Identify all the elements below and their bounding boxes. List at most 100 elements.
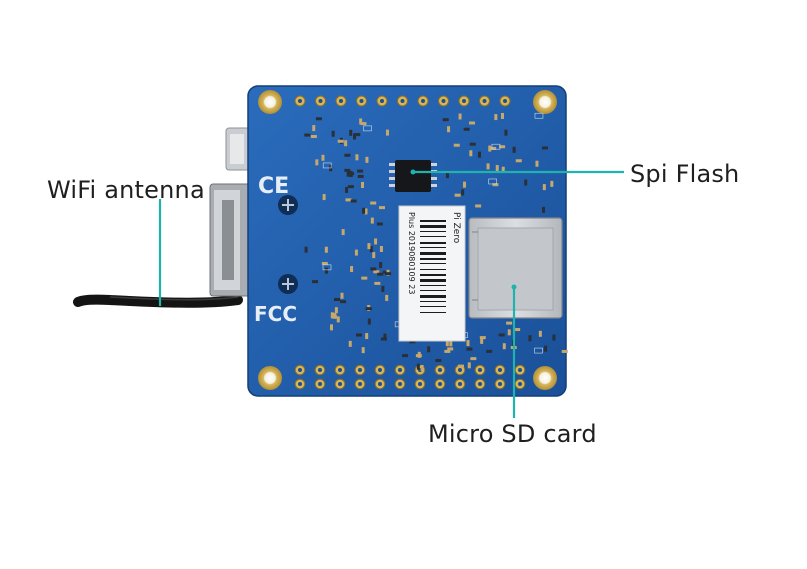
gpio-pad-hole: [458, 382, 462, 386]
smd-component: [385, 272, 392, 276]
smd-component: [310, 134, 317, 138]
gpio-pad-hole: [503, 99, 507, 103]
smd-component: [504, 129, 508, 136]
smd-component: [357, 174, 364, 178]
smd-component: [304, 246, 308, 253]
smd-component: [512, 146, 516, 153]
sticker-line-2: Plus 2019080109 23: [407, 212, 416, 294]
mounting-hole-top-left: [258, 90, 282, 114]
smd-component: [528, 335, 532, 342]
fcc-mark: FCC: [254, 302, 297, 326]
smd-component: [345, 186, 349, 193]
barcode-bar: [420, 285, 446, 286]
smd-component: [321, 154, 325, 161]
smd-component: [488, 145, 492, 152]
smd-component: [334, 307, 338, 314]
barcode-bar: [420, 295, 446, 298]
smd-component: [458, 113, 462, 120]
rj45-port-opening: [222, 200, 234, 280]
barcode-bar: [420, 290, 446, 291]
smd-component: [467, 362, 471, 369]
smd-component: [498, 333, 505, 337]
gpio-pad-hole: [482, 99, 487, 103]
smd-component: [486, 349, 493, 353]
smd-component: [324, 246, 328, 253]
gpio-pad-hole: [498, 368, 502, 372]
smd-component: [331, 130, 335, 137]
smd-component: [315, 117, 322, 121]
smd-component: [350, 266, 354, 273]
smd-component: [542, 184, 546, 191]
smd-component: [341, 229, 345, 236]
barcode-bar: [420, 301, 446, 302]
chip-pin: [431, 184, 437, 187]
smd-component: [514, 328, 521, 332]
smd-component: [383, 333, 387, 340]
smd-component: [469, 142, 476, 146]
smd-component: [417, 351, 421, 358]
smd-component: [447, 126, 451, 133]
mounting-hole-bottom-right: [533, 366, 557, 390]
smd-component: [324, 267, 328, 274]
smd-component: [370, 267, 377, 271]
wifi-antenna-cable: [73, 294, 243, 308]
smd-component: [340, 300, 347, 304]
gpio-pad-hole: [338, 368, 342, 372]
spi-flash-label: Spi Flash: [630, 160, 740, 188]
gpio-pad-hole: [318, 99, 323, 103]
gpio-top-row: [294, 95, 511, 107]
silkscreen-outline: [534, 347, 543, 354]
smd-component: [354, 133, 361, 137]
smd-component: [541, 206, 545, 213]
spi-flash-leader-dot: [410, 169, 416, 175]
smd-component: [330, 324, 334, 331]
gpio-pad-hole: [458, 368, 462, 372]
smd-component: [322, 194, 326, 201]
smd-component: [420, 364, 424, 371]
smd-component: [378, 206, 385, 210]
smd-component: [475, 204, 482, 208]
smd-component: [402, 354, 409, 358]
smd-component: [502, 343, 506, 350]
smd-component: [379, 246, 383, 253]
gpio-pad-hole: [338, 382, 342, 386]
smd-component: [561, 349, 568, 353]
silkscreen-outline: [363, 125, 372, 132]
barcode-bar: [420, 312, 446, 313]
mounting-hole-top-right: [533, 90, 557, 114]
gpio-pad-hole: [418, 382, 422, 386]
smd-component: [466, 347, 473, 351]
gpio-pad-hole: [380, 99, 384, 103]
smd-component: [361, 276, 368, 280]
barcode-bar: [420, 274, 446, 276]
gpio-pad-hole: [518, 368, 522, 372]
barcode-bar: [420, 306, 446, 307]
smd-component: [333, 312, 337, 319]
barcode-bar: [420, 231, 446, 232]
smd-component: [312, 125, 316, 132]
smd-component: [364, 208, 368, 215]
smd-component: [344, 140, 348, 147]
gpio-bottom-row: [294, 364, 526, 390]
gpio-pad-hole: [478, 368, 482, 372]
smd-component: [535, 160, 539, 167]
smd-component: [340, 292, 344, 299]
smd-component: [447, 347, 454, 351]
smd-component: [353, 133, 357, 140]
chip-pin: [389, 163, 395, 166]
smd-component: [500, 112, 504, 119]
chip-pin: [389, 184, 395, 187]
mounting-hole-bottom-left: [258, 366, 282, 390]
smd-component: [365, 333, 369, 340]
gpio-pad-hole: [358, 382, 362, 386]
smd-component: [367, 318, 371, 325]
gpio-pad-hole: [438, 382, 442, 386]
smd-component: [377, 272, 384, 276]
smd-component: [336, 316, 340, 323]
smd-component: [507, 329, 511, 336]
smd-component: [499, 145, 506, 149]
smd-component: [449, 340, 453, 347]
chip-pin: [389, 177, 395, 180]
